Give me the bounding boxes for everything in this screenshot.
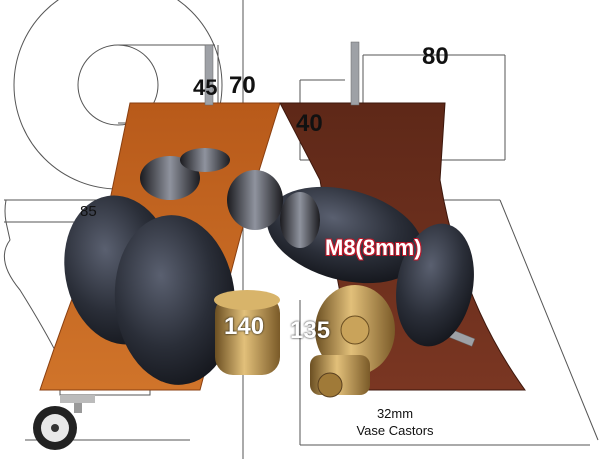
height-label: 70 — [229, 72, 256, 99]
right-castor-height-label: 135 — [290, 317, 331, 344]
top-width-label: 80 — [422, 43, 449, 70]
thread-size-label: M8(8mm) — [325, 235, 422, 260]
castor-wheel-icon — [33, 395, 95, 450]
diameter-top-label: 45 — [193, 75, 218, 100]
top-depth-label: 40 — [296, 110, 323, 137]
left-castor-height-label: 140 — [224, 313, 265, 340]
black-wheels — [64, 186, 474, 385]
caption-line-2: Vase Castors — [356, 423, 434, 438]
caption-line-1: 32mm — [376, 406, 414, 421]
product-caption: 32mm Vase Castors — [350, 405, 440, 439]
brass-castor-left — [214, 290, 280, 375]
turned-diameter-label: 85 — [80, 203, 97, 220]
chrome-swivels — [140, 148, 320, 248]
brass-castor-right — [310, 285, 395, 398]
